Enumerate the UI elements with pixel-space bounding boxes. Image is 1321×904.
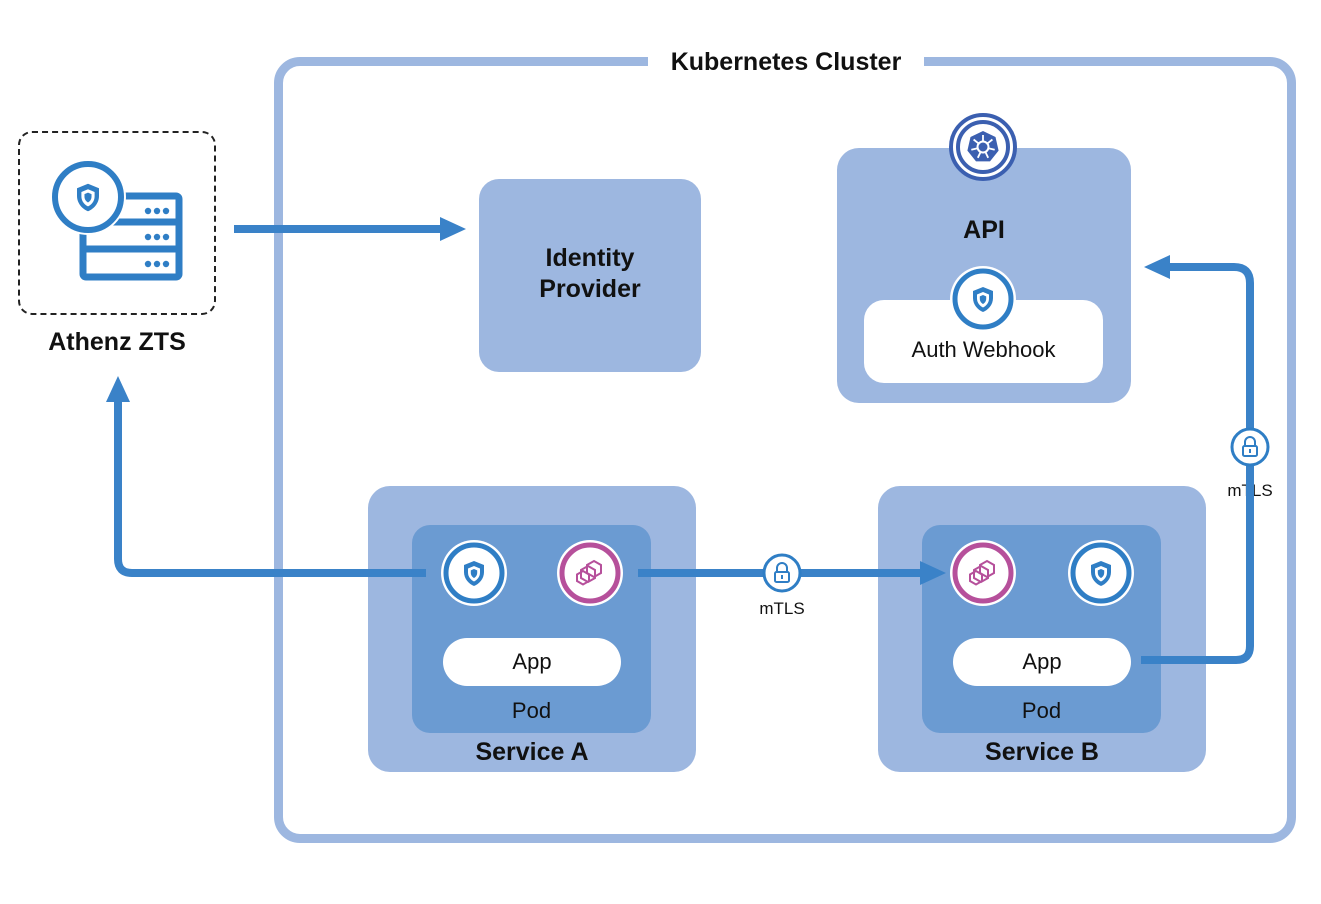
lock-icon	[762, 553, 802, 593]
envoy-icon	[557, 540, 623, 606]
service-a-title: Service A	[475, 738, 589, 766]
identity-provider-line2: Provider	[539, 275, 641, 303]
athenz-zts-label: Athenz ZTS	[48, 328, 186, 356]
service-a-pod-label: Pod	[511, 698, 552, 723]
api-title: API	[963, 216, 1005, 244]
service-b-pod-label: Pod	[1021, 698, 1062, 723]
lock-icon	[1230, 427, 1270, 467]
arrow-athenz-to-identity-provider	[234, 217, 466, 241]
auth-webhook-label: Auth Webhook	[911, 337, 1056, 362]
service-b-title: Service B	[985, 738, 1099, 766]
envoy-icon	[950, 540, 1016, 606]
identity-provider-box	[479, 179, 701, 372]
service-b-app: App	[953, 638, 1131, 686]
kubernetes-helm-icon	[949, 113, 1017, 181]
cluster-title: Kubernetes Cluster	[648, 42, 924, 82]
athenz-zts-box	[18, 131, 216, 315]
arrow-service-a-to-athenz	[106, 376, 426, 577]
shield-icon	[950, 266, 1016, 332]
mtls-label-service-link: mTLS	[759, 599, 805, 618]
shield-icon	[1068, 540, 1134, 606]
identity-provider-line1: Identity	[545, 244, 635, 272]
identity-provider-label: Identity Provider	[479, 243, 701, 305]
shield-icon	[50, 159, 126, 235]
shield-icon	[441, 540, 507, 606]
service-a-app: App	[443, 638, 621, 686]
